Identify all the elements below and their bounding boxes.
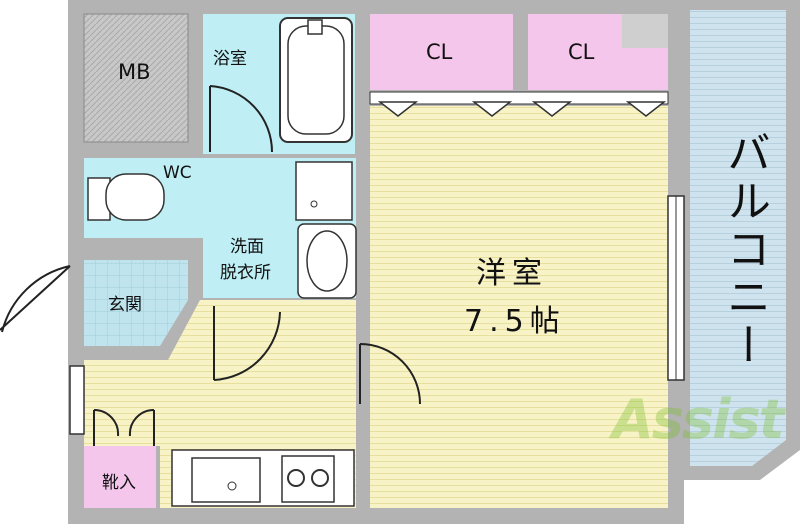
entrance-floor <box>84 260 188 346</box>
shoe-box <box>84 446 156 508</box>
label-entrance: 玄関 <box>108 295 142 315</box>
burner-left <box>287 469 305 487</box>
label-balcony: バルコニー <box>719 130 770 370</box>
bath-faucet <box>307 19 323 35</box>
sink-drain <box>227 481 237 491</box>
kitchen-sink <box>191 457 261 503</box>
assist-watermark-logo: Assist <box>612 388 785 451</box>
stove <box>281 455 335 503</box>
label-washroom-2: 脱衣所 <box>220 263 271 283</box>
label-mb: MB <box>118 60 151 84</box>
closet-left <box>370 14 513 90</box>
entrance-side-window <box>69 365 85 435</box>
bathtub-inner <box>287 25 345 135</box>
toilet-bowl <box>105 173 165 221</box>
closet-right-corner <box>622 14 668 48</box>
washer-drain <box>310 200 318 208</box>
western-room-floor <box>370 106 668 508</box>
label-closet-left: CL <box>426 40 453 64</box>
label-western-room-size: 7.5帖 <box>464 304 566 339</box>
label-bath: 浴室 <box>213 49 247 69</box>
basin-bowl <box>306 230 348 292</box>
balcony-floor <box>690 10 786 466</box>
label-western-room: 洋室 <box>476 256 548 291</box>
washing-machine <box>295 161 353 221</box>
label-wc: WC <box>163 163 192 183</box>
label-washroom-1: 洗面 <box>230 237 264 257</box>
label-closet-right: CL <box>568 40 595 64</box>
label-shoe-box: 靴入 <box>102 473 136 493</box>
closet-door-rail <box>369 91 669 105</box>
mb-area <box>83 13 189 143</box>
burner-right <box>311 469 329 487</box>
doors <box>0 85 421 446</box>
closet-door-markers <box>377 101 667 117</box>
